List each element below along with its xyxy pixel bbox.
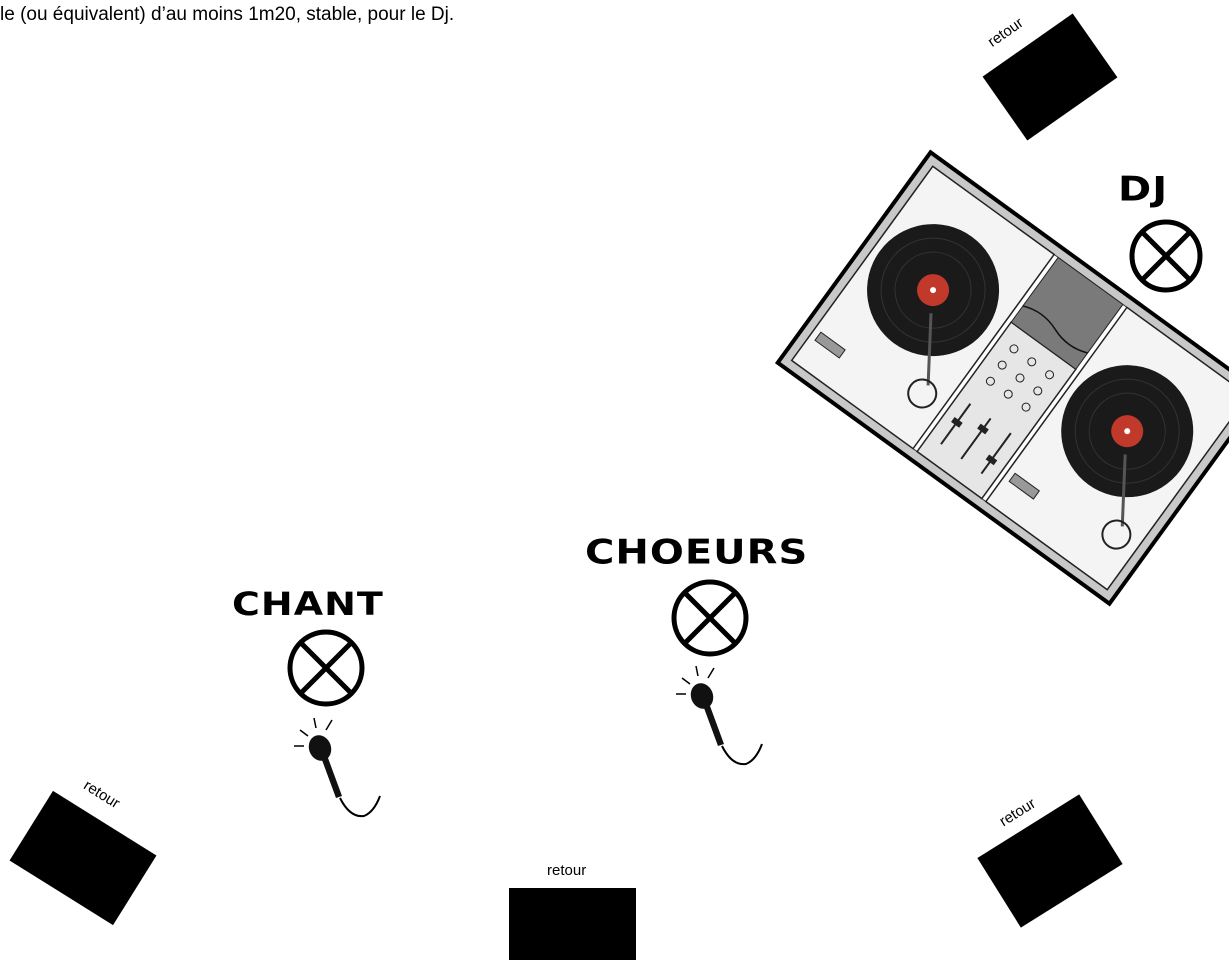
dj-label: DJ [1118, 170, 1168, 209]
choeurs-cross-circle-icon [668, 578, 758, 668]
choeurs-microphone-icon [672, 664, 782, 784]
chant-cross-circle-icon [284, 628, 374, 718]
monitor-bottom-center-label: retour [547, 862, 586, 879]
chant-label: CHANT [232, 585, 384, 622]
monitor-bottom-center [509, 888, 636, 960]
chant-microphone-icon [290, 716, 400, 836]
dj-cross-circle-icon [1128, 218, 1208, 298]
choeurs-label: CHOEURS [585, 533, 808, 572]
